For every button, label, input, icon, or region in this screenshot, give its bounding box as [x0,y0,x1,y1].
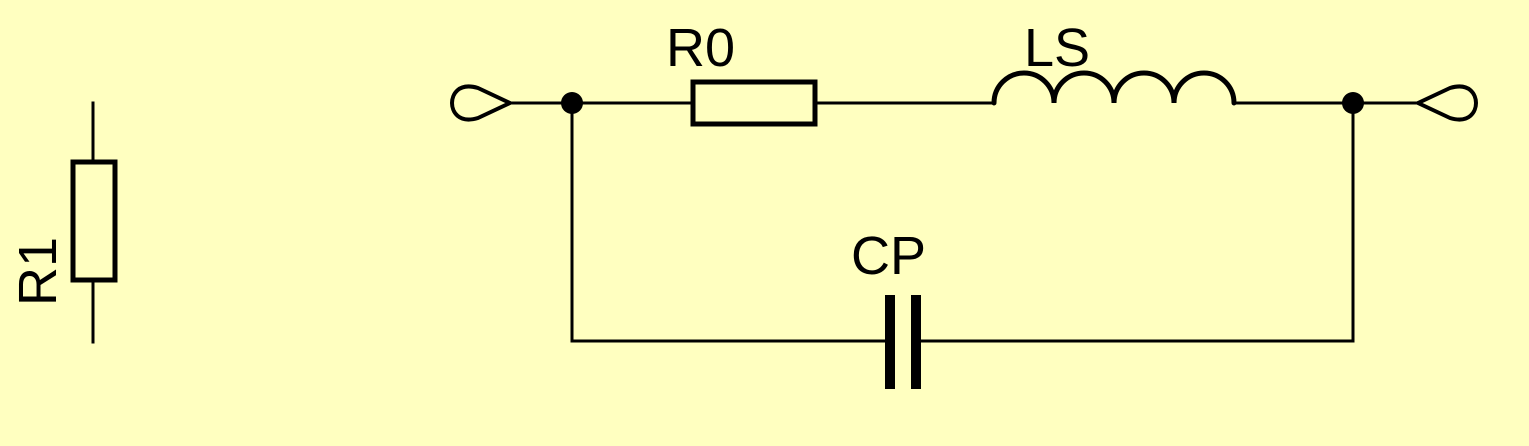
r1-body [70,159,118,283]
left-terminal[interactable] [450,84,512,122]
inductor-ls: LS [991,18,1237,106]
resistor-r1: R1 [8,101,118,344]
cp-plate-left [885,295,895,389]
right-junction [1342,92,1364,114]
cp-plate-right [911,295,921,389]
right-terminal[interactable] [1416,84,1478,122]
left-junction [561,92,583,114]
ls-label: LS [1024,18,1090,78]
r1-label: R1 [8,237,68,306]
cp-label: CP [851,226,926,286]
r0-label: R0 [666,18,735,78]
resistor-r0: R0 [666,18,818,127]
capacitor-cp: CP [851,226,926,389]
r0-body [690,79,818,127]
ls-coil [991,70,1237,106]
